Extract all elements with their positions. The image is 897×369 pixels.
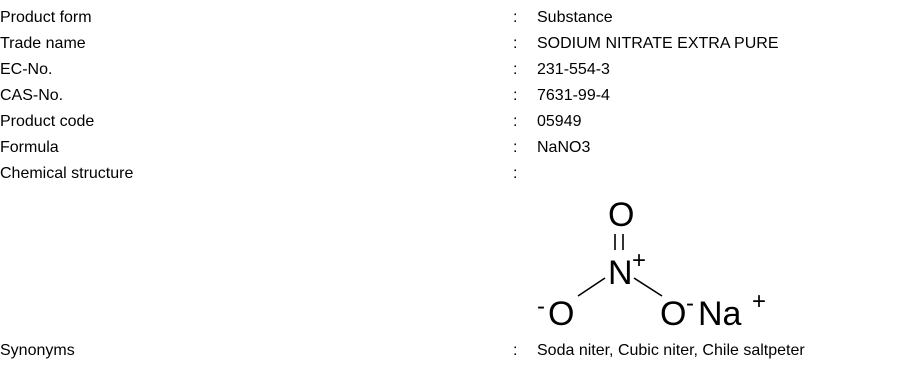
field-separator: : — [513, 139, 518, 156]
field-separator: : — [513, 61, 518, 78]
field-label: Chemical structure — [0, 165, 134, 182]
field-product-code: Product code : 05949 — [0, 111, 897, 133]
field-value: 7631-99-4 — [537, 87, 610, 104]
atom-nitrogen: N — [608, 254, 633, 292]
field-separator: : — [513, 342, 518, 359]
field-label: Product code — [0, 113, 95, 130]
oxygen-right-charge: - — [686, 290, 694, 317]
field-cas-no: CAS-No. : 7631-99-4 — [0, 85, 897, 107]
field-separator: : — [513, 9, 518, 26]
field-separator: : — [513, 113, 518, 130]
field-label: CAS-No. — [0, 87, 64, 104]
single-bond-line — [633, 277, 663, 297]
field-chemical-structure: Chemical structure : — [0, 163, 897, 185]
field-value: SODIUM NITRATE EXTRA PURE — [537, 35, 779, 52]
oxygen-left-charge: - — [537, 293, 545, 320]
atom-oxygen-top: O — [608, 196, 634, 234]
field-value: 231-554-3 — [537, 61, 610, 78]
field-value: Soda niter, Cubic niter, Chile saltpeter — [537, 342, 805, 359]
field-label: Synonyms — [0, 342, 75, 359]
field-separator: : — [513, 87, 518, 104]
field-separator: : — [513, 165, 518, 182]
sodium-charge: + — [752, 288, 766, 315]
field-formula: Formula : NaNO3 — [0, 137, 897, 159]
field-value: 05949 — [537, 113, 582, 130]
chemical-structure-diagram: O N + - O O - Na + — [537, 196, 766, 333]
field-label: EC-No. — [0, 61, 53, 78]
field-product-form: Product form : Substance — [0, 7, 897, 29]
sodium-ion: Na — [698, 295, 742, 333]
field-value: Substance — [537, 9, 613, 26]
field-ec-no: EC-No. : 231-554-3 — [0, 59, 897, 81]
field-label: Product form — [0, 9, 92, 26]
atom-oxygen-left: O — [548, 295, 574, 333]
field-label: Formula — [0, 139, 59, 156]
field-separator: : — [513, 35, 518, 52]
nitrogen-charge: + — [632, 247, 646, 274]
atom-oxygen-right: O — [660, 295, 686, 333]
field-trade-name: Trade name : SODIUM NITRATE EXTRA PURE — [0, 33, 897, 55]
single-bond-line — [577, 277, 606, 297]
field-label: Trade name — [0, 35, 86, 52]
field-value: NaNO3 — [537, 139, 591, 156]
field-synonyms: Synonyms : Soda niter, Cubic niter, Chil… — [0, 340, 897, 362]
